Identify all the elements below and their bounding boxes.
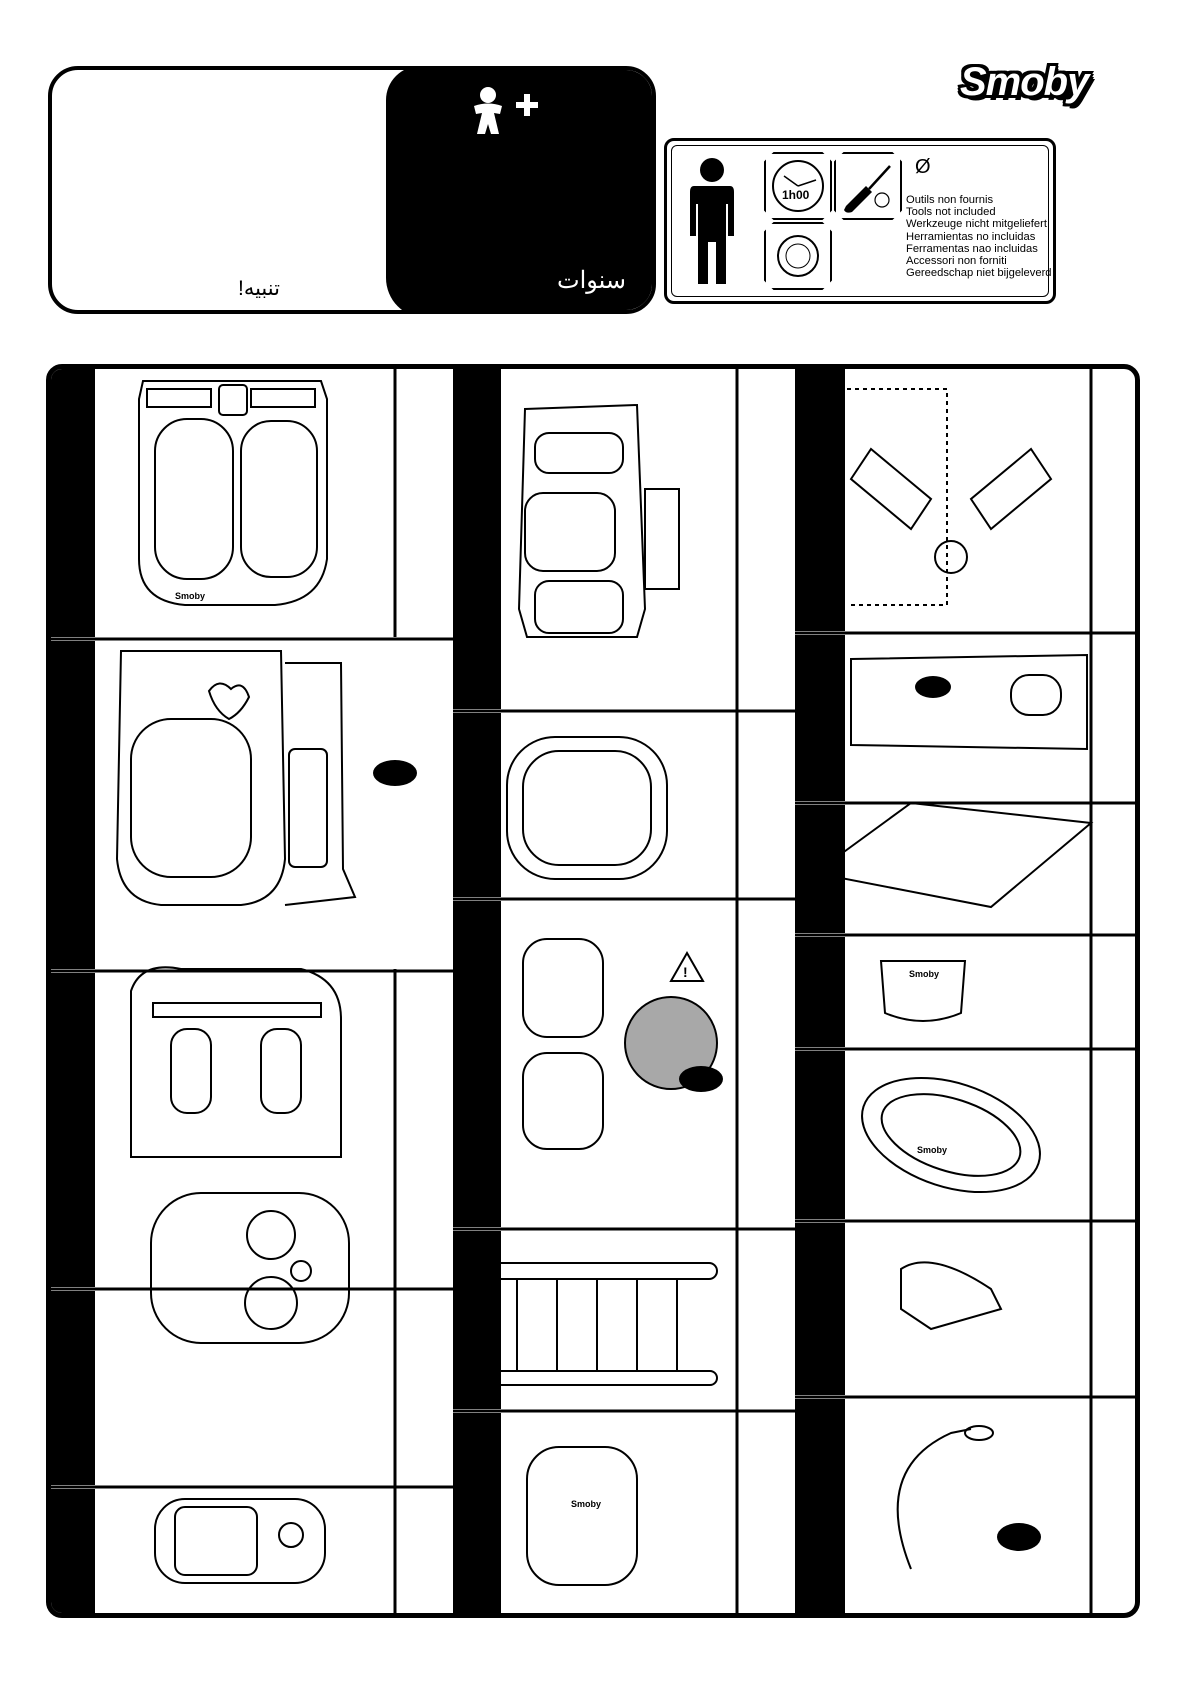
- part-sheet: [815, 803, 1091, 907]
- part-rail: [477, 1263, 717, 1385]
- part-oval-lid: [507, 737, 667, 879]
- part-shower-arm: [898, 1426, 993, 1569]
- child-plus-icon: [466, 84, 546, 148]
- clock-icon: 1h00: [764, 152, 832, 220]
- warning-label: تنبيه!: [238, 276, 280, 301]
- part-logo-label: Smoby: [909, 969, 939, 979]
- battery-icon: [764, 222, 832, 290]
- column-2-strip: [453, 369, 501, 1613]
- tools-not-included-list: Outils non fournis Tools not included We…: [906, 194, 1052, 279]
- age-panel: سنوات: [386, 66, 656, 314]
- tools-line: Accessori non forniti: [906, 255, 1052, 267]
- parts-grid: !: [51, 369, 1135, 1613]
- part-cabinet: [519, 405, 679, 637]
- parts-list-frame: ! Smoby Smoby Smoby Smoby: [46, 364, 1140, 1618]
- part-arms-assembly: [847, 389, 1051, 605]
- qty-badge: [915, 676, 951, 698]
- tools-line: Gereedschap niet bijgeleverd: [906, 267, 1052, 279]
- part-baby-bath: [847, 1057, 1054, 1213]
- warning-box: تنبيه! سنوات: [48, 66, 656, 314]
- part-frame-side: [117, 651, 355, 905]
- tools-line: Werkzeuge nicht mitgeliefert: [906, 218, 1052, 230]
- screwdriver-icon: [834, 152, 902, 220]
- part-logo-label: Smoby: [571, 1499, 601, 1509]
- part-seat-ring: [901, 1262, 1001, 1329]
- part-heart-mirrors: [523, 939, 717, 1149]
- tools-box: 1h00 Ø Outils non fournis Tools not incl…: [664, 138, 1056, 304]
- part-arch-panel: [527, 1447, 637, 1585]
- part-logo-label: Smoby: [917, 1145, 947, 1155]
- smoby-logo: Smoby: [960, 60, 1088, 105]
- duration-text: 1h00: [782, 188, 809, 202]
- tools-line: Herramientas no incluidas: [906, 231, 1052, 243]
- part-long-panel: [851, 655, 1087, 749]
- part-sink-tub: [151, 1193, 349, 1343]
- svg-text:!: !: [683, 964, 688, 980]
- part-bath-panel: [139, 381, 327, 605]
- column-3-strip: [795, 369, 845, 1613]
- tools-line: Outils non fournis: [906, 194, 1052, 206]
- qty-badge: [679, 1066, 723, 1092]
- age-unit-label: سنوات: [557, 266, 626, 295]
- adult-person-icon: [682, 156, 742, 286]
- part-small-tray: [155, 1499, 325, 1583]
- tools-line: Ferramentas nao incluidas: [906, 243, 1052, 255]
- qty-badge: [997, 1523, 1041, 1551]
- part-logo-label: Smoby: [175, 591, 205, 601]
- qty-badge: [373, 760, 417, 786]
- part-back-frame: [131, 967, 341, 1157]
- diameter-symbol: Ø: [915, 156, 931, 179]
- column-1-strip: [51, 369, 95, 1613]
- tools-line: Tools not included: [906, 206, 1052, 218]
